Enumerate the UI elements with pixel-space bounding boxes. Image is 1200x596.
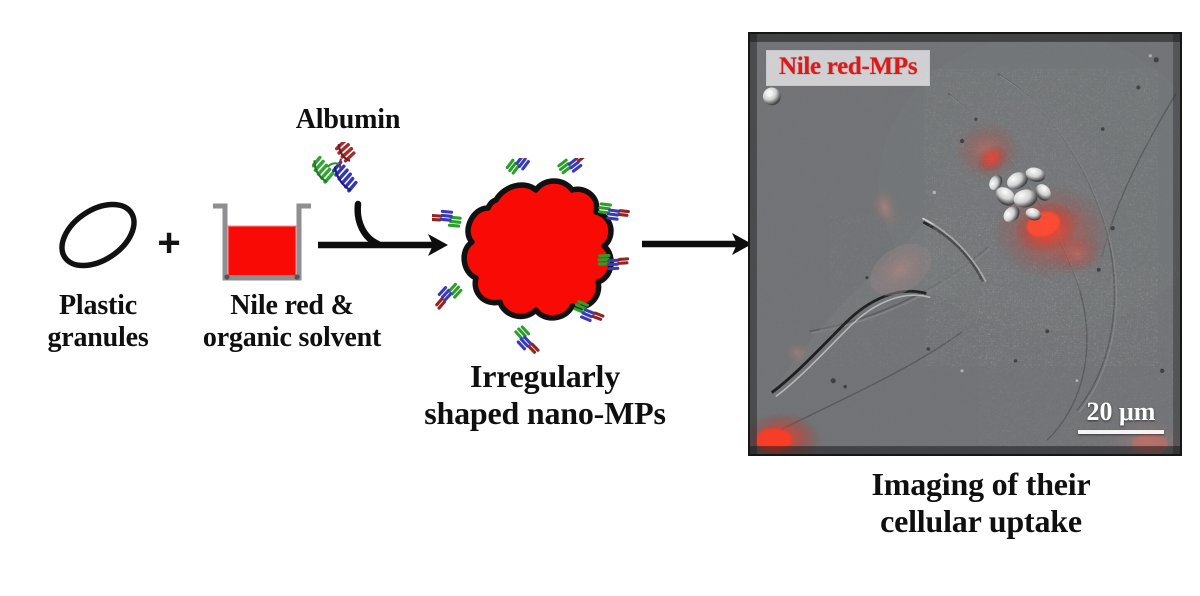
scale-bar-line [1078,430,1164,434]
scale-bar: 20 μm [1078,397,1164,434]
nile-red-solvent-label: Nile red & organic solvent [202,290,382,354]
beaker-icon [207,202,317,290]
plastic-granules-label: Plastic granules [47,290,149,354]
nanoparticle-blob-icon [432,158,644,362]
scale-bar-label: 20 μm [1086,397,1156,426]
micrograph-panel: Nile red-MPs 20 μm [748,32,1182,456]
nano-mps-label: Irregularly shaped nano-MPs [424,358,666,432]
plus-operator: + [157,221,181,265]
albumin-label: Albumin [295,104,401,135]
imaging-uptake-label: Imaging of their cellular uptake [871,466,1091,540]
albumin-protein-icon [312,142,376,204]
reaction-arrow-1 [316,198,452,272]
nile-red-mps-tag: Nile red-MPs [766,50,931,86]
ellipse-outline-icon [52,198,144,272]
reaction-arrow-2 [642,228,756,260]
micrograph-image [750,34,1180,454]
